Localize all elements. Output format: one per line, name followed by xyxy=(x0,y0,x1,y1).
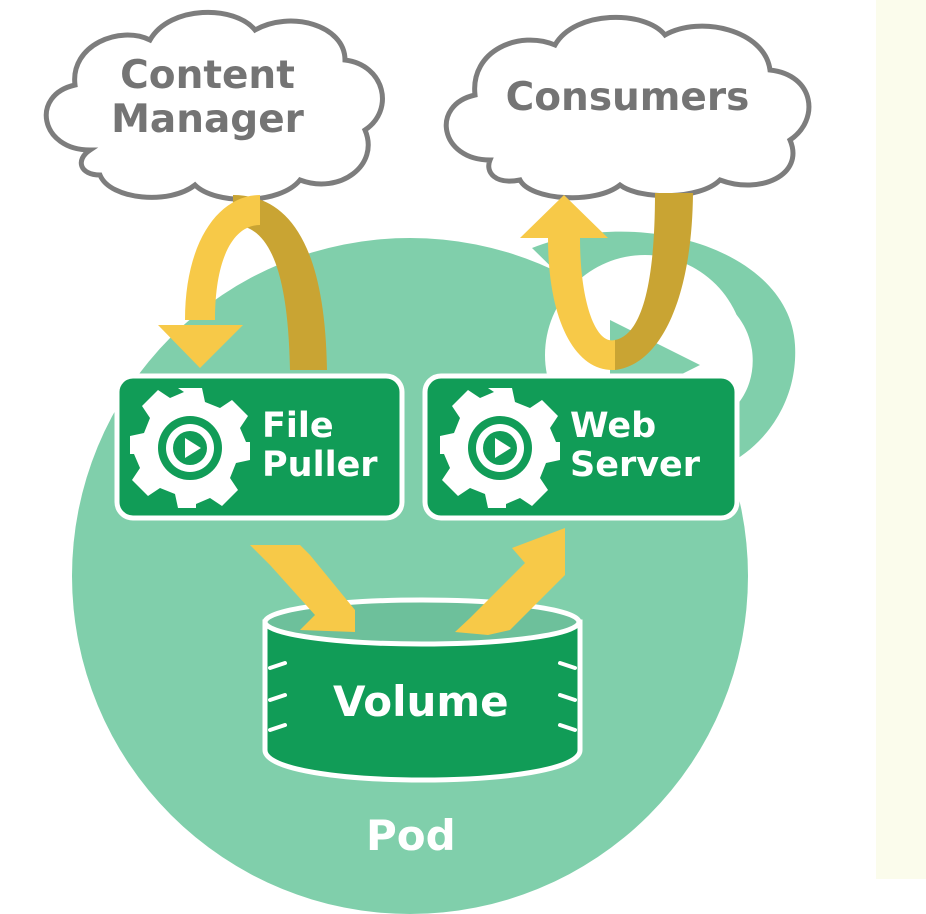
serve-arrow xyxy=(520,193,693,371)
web-server-label: Web Server xyxy=(570,406,701,486)
pod-label: Pod xyxy=(366,811,456,860)
read-arrow xyxy=(455,528,565,635)
consumers-cloud xyxy=(443,14,812,201)
file-puller-label: File Puller xyxy=(262,406,378,486)
write-arrow xyxy=(250,545,355,632)
file-puller-gear-icon xyxy=(130,388,250,508)
diagram-canvas xyxy=(43,9,812,783)
content-manager-label: Content Manager xyxy=(111,53,304,142)
background-strip xyxy=(876,0,926,879)
content-manager-cloud xyxy=(43,9,385,202)
volume-label: Volume xyxy=(333,677,509,726)
consumers-label: Consumers xyxy=(505,75,750,120)
pull-arrow xyxy=(158,195,327,370)
web-server-gear-icon xyxy=(440,388,560,508)
